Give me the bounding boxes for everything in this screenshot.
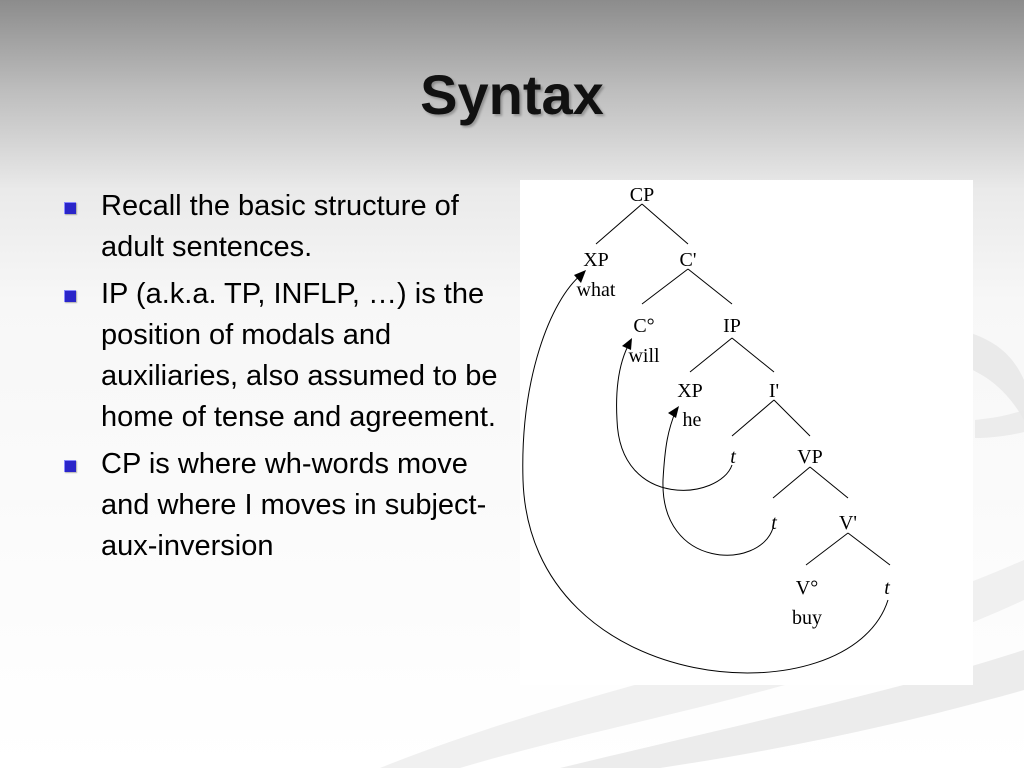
node-v-bar: V' (839, 512, 857, 534)
branch-cbar-ip (687, 268, 733, 305)
wh-arrowhead (574, 270, 586, 283)
node-vp: VP (797, 446, 823, 468)
branch-ip-ibar (731, 337, 775, 373)
word-he: he (683, 409, 702, 431)
node-i-bar: I' (769, 380, 779, 402)
node-xp-top: XP (583, 249, 609, 271)
branch-vbar-v (805, 532, 849, 566)
word-buy: buy (792, 607, 822, 629)
branch-vp-t (772, 466, 811, 499)
bullet-text: IP (a.k.a. TP, INFLP, …) is the position… (101, 278, 498, 433)
branch-ip-xp (689, 337, 733, 373)
branch-vbar-t (847, 532, 891, 566)
wh-movement-arc (522, 273, 889, 674)
bullet-text: CP is where wh-words move and where I mo… (101, 448, 487, 562)
bullet-text: Recall the basic structure of adult sent… (101, 190, 459, 263)
tree-branches (595, 203, 891, 566)
branch-ibar-t (731, 399, 775, 437)
bullet-list: Recall the basic structure of adult sent… (62, 186, 502, 573)
bullet-item: CP is where wh-words move and where I mo… (62, 444, 502, 567)
square-bullet-icon (64, 460, 76, 472)
node-cp: CP (630, 184, 654, 206)
branch-vp-vbar (809, 466, 849, 499)
i-to-c-movement-arc (616, 341, 733, 491)
square-bullet-icon (64, 290, 76, 302)
bullet-item: Recall the basic structure of adult sent… (62, 186, 502, 268)
node-ip: IP (723, 315, 741, 337)
branch-cbar-c (641, 268, 689, 305)
subject-raising-arc (662, 409, 774, 556)
syntax-tree-panel: CP XP what C' C° will IP XP he I' t VP t… (520, 180, 973, 685)
branch-cp-xp (595, 203, 643, 245)
i-to-c-arrowhead (622, 338, 632, 350)
branch-ibar-vp (773, 399, 811, 437)
movement-arrows (522, 270, 889, 674)
subject-raising-arrowhead (668, 406, 679, 418)
node-v-head: V° (796, 577, 818, 599)
word-will: will (628, 345, 660, 367)
word-what: what (577, 279, 616, 301)
node-c-bar: C' (680, 249, 697, 271)
trace-i: t (730, 446, 736, 468)
syntax-tree-diagram: CP XP what C' C° will IP XP he I' t VP t… (522, 184, 891, 674)
node-c-head: C° (633, 315, 654, 337)
square-bullet-icon (64, 202, 76, 214)
branch-cp-cbar (641, 203, 689, 245)
trace-object: t (884, 577, 890, 599)
trace-subject: t (771, 512, 777, 534)
slide-title: Syntax (420, 63, 604, 126)
node-xp-mid: XP (677, 380, 703, 402)
bullet-item: IP (a.k.a. TP, INFLP, …) is the position… (62, 274, 502, 438)
tree-nodes: CP XP what C' C° will IP XP he I' t VP t… (577, 184, 891, 629)
